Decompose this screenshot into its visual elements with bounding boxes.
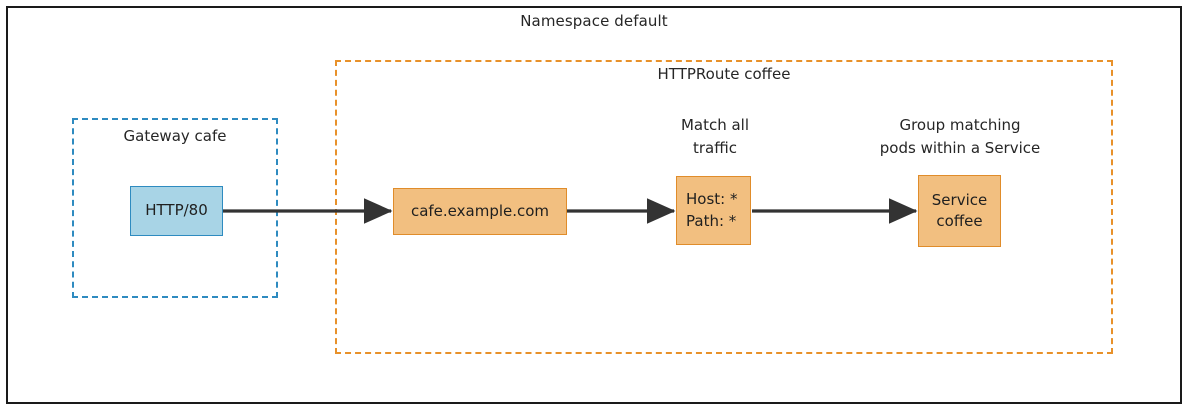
node-listener-http80[interactable]: HTTP/80 xyxy=(130,186,223,236)
node-listener-label: HTTP/80 xyxy=(145,201,208,220)
caption-group-matching-pods: Group matching pods within a Service xyxy=(867,114,1053,159)
node-match-rules[interactable]: Host: * Path: * xyxy=(676,176,751,245)
node-hostname-label: cafe.example.com xyxy=(410,201,550,220)
node-service-kind-label: Service xyxy=(931,190,988,209)
node-service-coffee[interactable]: Service coffee xyxy=(918,175,1001,247)
caption-match-all-traffic: Match all traffic xyxy=(640,114,790,159)
gateway-title: Gateway cafe xyxy=(123,127,227,145)
caption-match-line1: Match all xyxy=(680,116,750,134)
caption-service-line1: Group matching xyxy=(899,116,1021,134)
node-match-host-label: Host: * xyxy=(686,190,738,209)
node-service-name-label: coffee xyxy=(936,212,983,230)
httproute-title: HTTPRoute coffee xyxy=(657,65,791,83)
node-hostname[interactable]: cafe.example.com xyxy=(393,188,567,235)
caption-service-line2: pods within a Service xyxy=(879,138,1041,157)
namespace-title: Namespace default xyxy=(520,12,668,30)
caption-match-line2: traffic xyxy=(693,138,737,157)
gateway-container xyxy=(72,118,278,298)
node-match-path-label: Path: * xyxy=(686,211,737,230)
httproute-container xyxy=(335,60,1113,354)
